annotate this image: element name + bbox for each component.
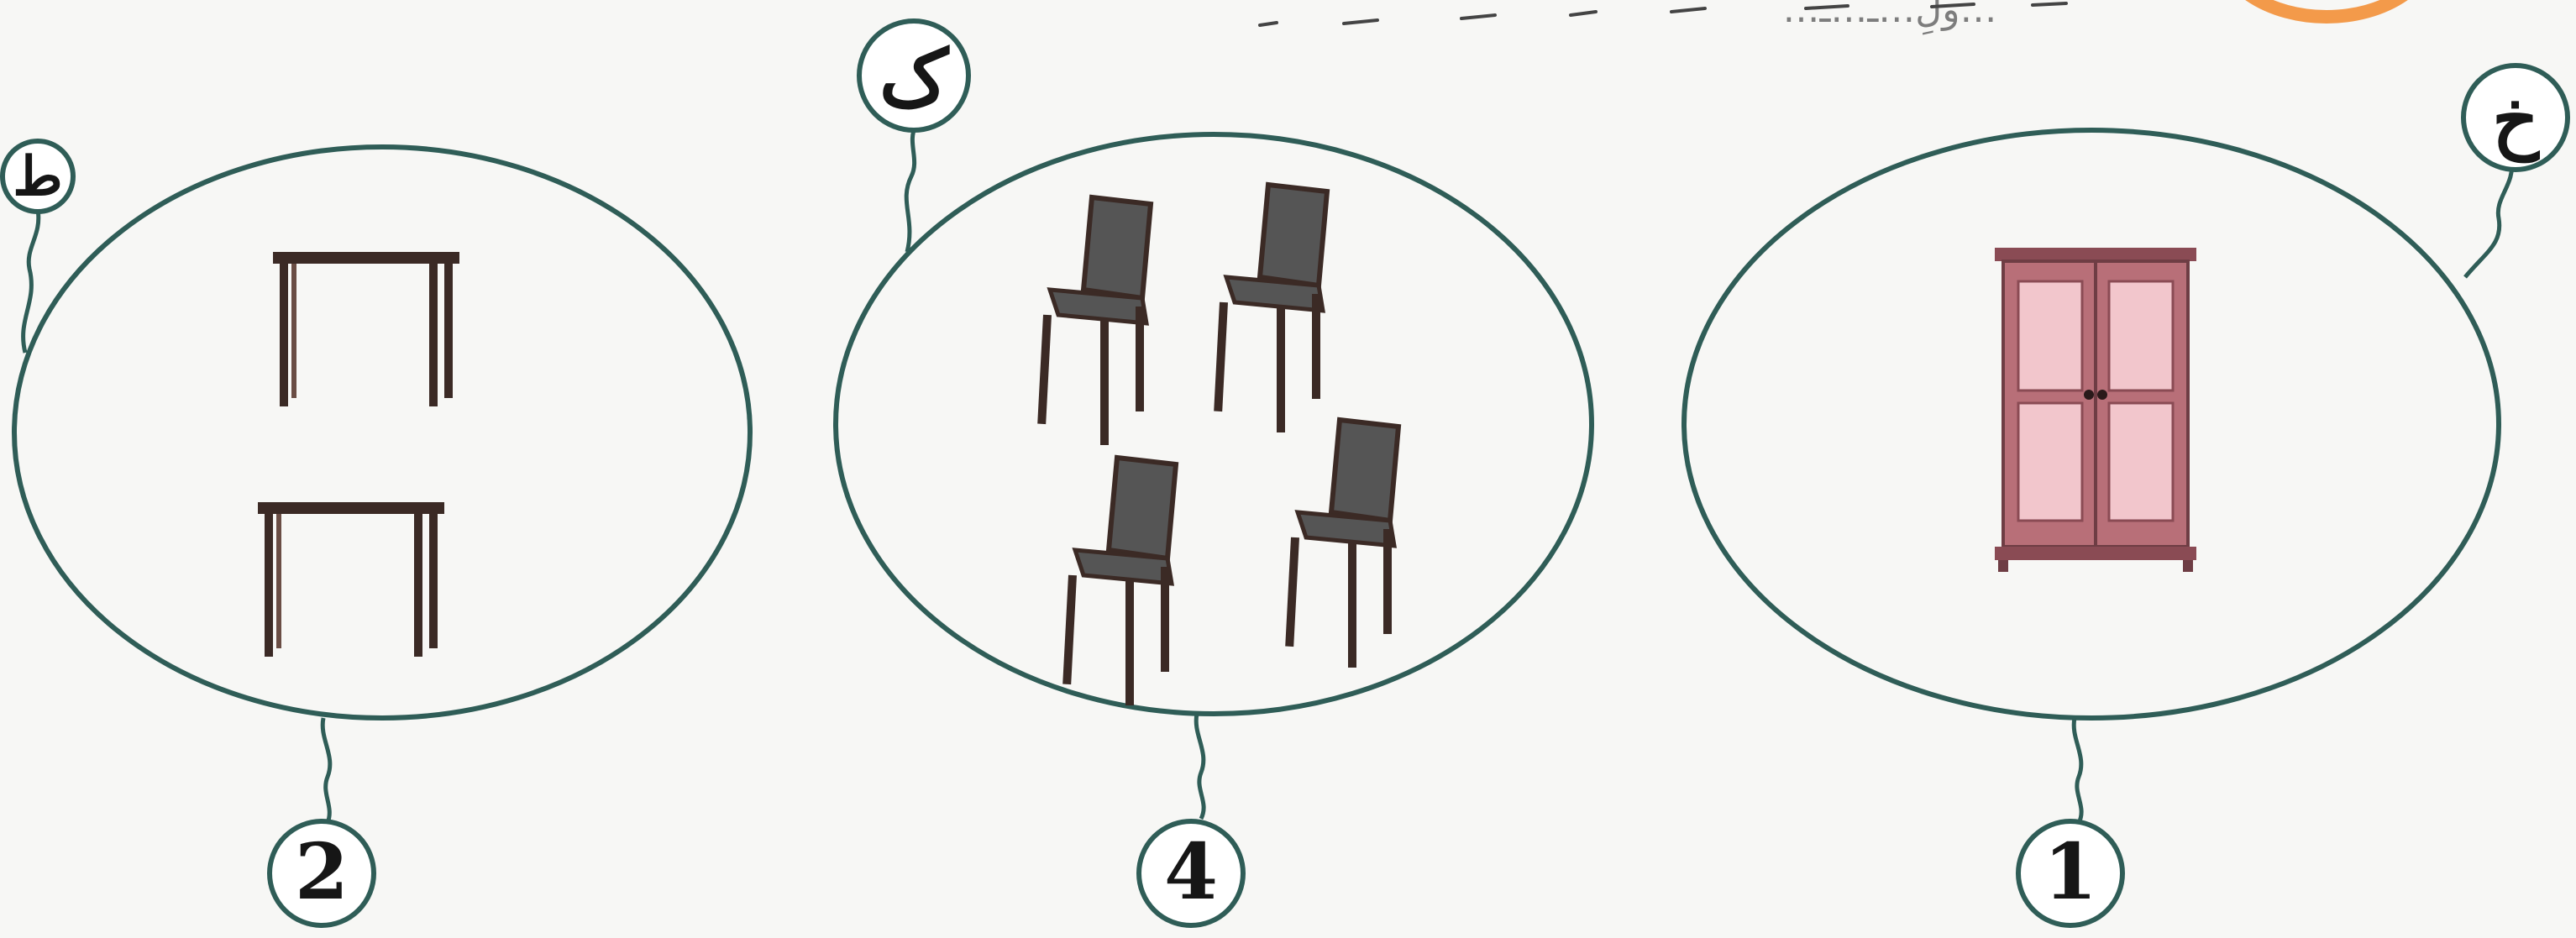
- count-circle: [267, 819, 376, 928]
- group-ring: [1681, 128, 2501, 721]
- letter-circle: [857, 18, 971, 133]
- table-icon: [273, 252, 459, 406]
- count-circle: [2016, 819, 2125, 928]
- letter-connector: [21, 209, 41, 354]
- table-icon: [258, 502, 444, 657]
- count-circle: [1136, 819, 1246, 928]
- group-tables: ط 2: [0, 139, 753, 928]
- letter-label: ک: [879, 33, 950, 123]
- group-ring: [833, 132, 1594, 716]
- group-ring: [12, 144, 753, 721]
- chair-icon: [1285, 417, 1402, 668]
- header-partial: …ولِ…ـ…ـ…: [1258, 0, 2068, 36]
- wardrobe-icon: [1995, 248, 2196, 572]
- letter-label: ط: [13, 145, 62, 208]
- letter-circle: [2461, 63, 2570, 172]
- group-chairs: ک 4: [833, 18, 1594, 928]
- chair-icon: [1037, 194, 1154, 445]
- letter-label: خ: [2492, 77, 2540, 164]
- dashed-writing-guide: [1258, 2, 2068, 27]
- count-label: 2: [295, 826, 349, 917]
- chair-icon: [1214, 181, 1330, 432]
- orange-badge-circle: [2245, 0, 2408, 24]
- chair-icon: [1062, 454, 1179, 705]
- letter-circle: [0, 139, 76, 214]
- count-label: 4: [1164, 826, 1218, 917]
- group-wardrobe: خ 1: [1681, 63, 2570, 928]
- count-connector: [320, 717, 333, 824]
- count-label: 1: [2043, 826, 2097, 917]
- letter-connector: [904, 124, 918, 253]
- count-connector: [2071, 717, 2084, 825]
- letter-connector: [2463, 159, 2515, 279]
- count-connector: [1194, 713, 1206, 820]
